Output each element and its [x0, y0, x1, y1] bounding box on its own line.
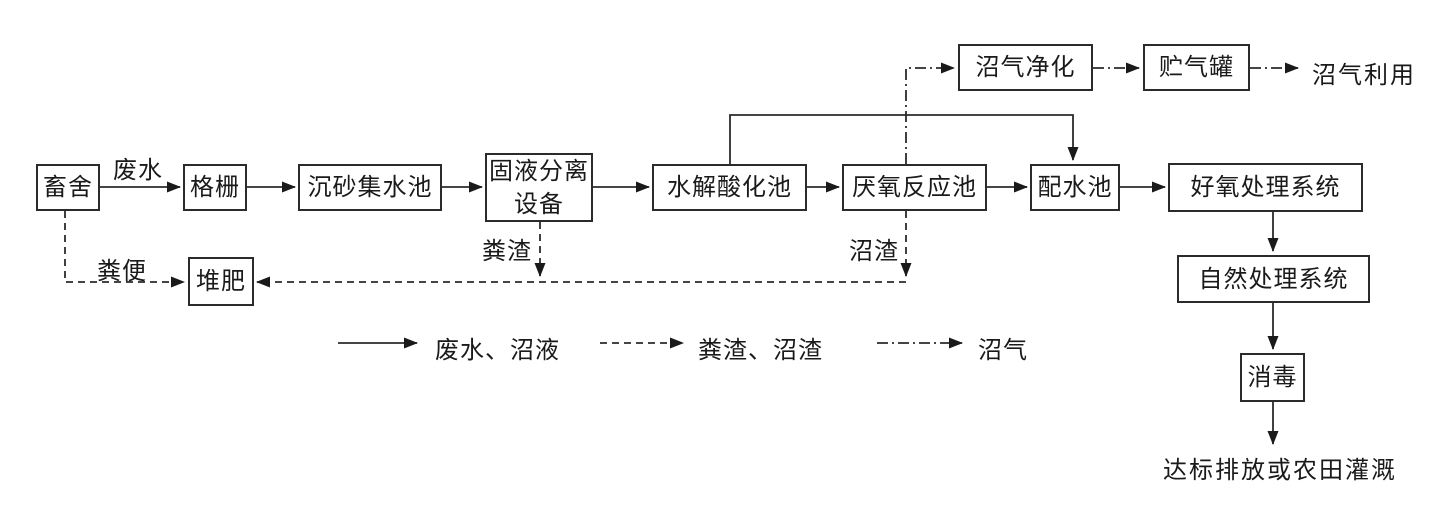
node-label: 厌氧反应池	[852, 173, 977, 202]
node-natural-treatment-system: 自然处理系统	[1177, 255, 1370, 303]
legend-label-solid: 废水、沼液	[435, 336, 560, 364]
node-label: 消毒	[1247, 363, 1298, 392]
terminal-discharge-or-irrigation: 达标排放或农田灌溉	[1163, 456, 1397, 484]
node-aerobic-treatment-system: 好氧处理系统	[1168, 163, 1363, 212]
node-water-distribution-tank: 配水池	[1030, 164, 1120, 211]
node-livestock-house: 畜舍	[36, 164, 100, 211]
node-label: 配水池	[1037, 173, 1113, 202]
legend-label-dashed: 粪渣、沼渣	[698, 336, 823, 364]
node-label: 自然处理系统	[1198, 264, 1349, 293]
node-anaerobic-reactor: 厌氧反应池	[842, 164, 987, 211]
terminal-biogas-utilization: 沼气利用	[1312, 61, 1416, 89]
node-label: 沉砂集水池	[307, 173, 433, 202]
edge-anaerobic-biogas-to-purification	[905, 62, 955, 164]
node-label: 畜舍	[43, 173, 93, 202]
node-label: 贮气罐	[1159, 53, 1234, 82]
node-label: 好氧处理系统	[1190, 173, 1341, 202]
node-disinfection: 消毒	[1240, 353, 1305, 402]
legend-label-dashdot: 沼气	[978, 336, 1028, 364]
node-grit-collection-tank: 沉砂集水池	[298, 164, 442, 211]
node-hydrolysis-acidification-tank: 水解酸化池	[652, 164, 807, 211]
node-label: 水解酸化池	[667, 173, 792, 202]
edge-hydrolysis-bypass-to-distribution	[729, 114, 1079, 164]
node-screen: 格栅	[183, 164, 247, 211]
edge-label-wastewater: 废水	[113, 156, 163, 184]
node-composting: 堆肥	[188, 257, 254, 306]
node-label: 堆肥	[196, 267, 246, 296]
node-biogas-purification: 沼气净化	[958, 44, 1093, 91]
edge-label-manure-residue: 粪渣	[482, 237, 532, 265]
edge-label-biogas-residue: 沼渣	[849, 237, 899, 265]
node-label: 格栅	[190, 173, 240, 202]
edge-livestock-manure-to-composting	[64, 211, 185, 288]
node-label: 固液分离设备	[489, 157, 589, 218]
node-label: 沼气净化	[975, 53, 1076, 82]
edge-label-manure: 粪便	[97, 257, 147, 285]
node-solid-liquid-separator: 固液分离设备	[485, 153, 593, 222]
node-gas-storage-tank: 贮气罐	[1143, 44, 1250, 91]
